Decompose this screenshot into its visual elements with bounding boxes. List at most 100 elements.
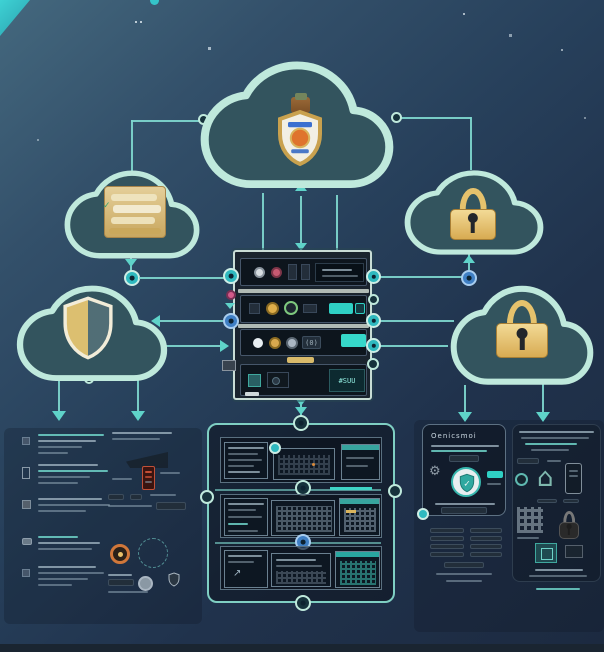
abs: [113, 205, 161, 213]
note-line: [160, 472, 180, 474]
arrow-down-icon: [295, 243, 307, 251]
arrow-down-icon: [125, 259, 137, 267]
pill: [430, 552, 464, 557]
connector: [58, 374, 60, 412]
hd: [342, 445, 379, 450]
dot: [371, 343, 376, 348]
tl: [529, 575, 587, 577]
tl: [38, 464, 98, 466]
gridpx: [340, 561, 376, 585]
dot: [129, 275, 135, 281]
glyph-icon: [22, 500, 31, 509]
decor: [288, 122, 312, 128]
tl: [38, 504, 110, 506]
tl: [145, 481, 152, 483]
screen: [271, 553, 331, 587]
star-dot: [509, 34, 512, 37]
security-badge-shield-icon: [278, 109, 322, 167]
gold-knob-icon: [266, 302, 279, 315]
bottom-strip: [0, 644, 604, 652]
mini-shield-icon: [168, 572, 180, 587]
dot: [298, 420, 304, 426]
tl: [38, 566, 96, 568]
pill: [470, 528, 502, 533]
pill: [430, 544, 464, 549]
arrow-glyph: ↗: [233, 568, 242, 579]
screen: [339, 498, 380, 536]
device-icon: [565, 545, 583, 558]
tl: [108, 574, 132, 576]
glyph-icon: [22, 437, 30, 445]
keyboard-screen: [271, 500, 335, 536]
abs: [109, 228, 161, 234]
lock-keyhole: [468, 213, 478, 233]
pill: [156, 502, 186, 510]
tl: [431, 450, 487, 452]
verified-badge: ✓: [451, 467, 481, 497]
teal-pill: [487, 471, 503, 478]
star-dot: [208, 47, 211, 50]
panel-node: [388, 484, 402, 498]
qr-grid-icon: [517, 507, 543, 533]
pill: [563, 499, 579, 503]
label-pill: [245, 392, 259, 396]
knob: [272, 377, 280, 385]
gridpx: [278, 455, 330, 475]
tl: [346, 465, 368, 467]
tl: [38, 542, 100, 544]
device-red: [142, 466, 155, 490]
io-node: [366, 338, 381, 353]
tl: [322, 269, 352, 271]
screen: [341, 444, 380, 480]
tl: [487, 483, 501, 485]
star-dot: [140, 21, 142, 23]
arrow-down-icon: [131, 411, 145, 421]
gridpx: [276, 506, 332, 532]
connector: [131, 120, 229, 122]
briefcase-icon: [222, 360, 236, 371]
tl: [228, 503, 264, 505]
arrow-down-icon: [52, 411, 66, 421]
module-icon: [288, 264, 297, 280]
pill: [470, 552, 502, 557]
dot: [300, 600, 306, 606]
io-node: [223, 268, 239, 284]
tl: [569, 470, 578, 472]
glyph-icon: [22, 538, 32, 545]
screen-group: [220, 494, 382, 538]
glyph-icon: [22, 467, 30, 479]
io-node: [368, 294, 379, 305]
connector: [160, 320, 224, 322]
star-dot: [463, 13, 465, 15]
screen: [335, 551, 380, 588]
panel-divider-bright: [330, 487, 372, 490]
tl: [346, 457, 374, 459]
screen: [224, 442, 268, 479]
tl: [38, 434, 104, 436]
decor: [63, 296, 113, 360]
tl: [108, 591, 148, 593]
tl: [228, 555, 262, 557]
module-icon: [303, 304, 317, 313]
house-icon: ⌂: [537, 463, 554, 493]
gridpx: [276, 571, 326, 584]
tl: [517, 537, 539, 539]
knob-icon: [254, 267, 265, 278]
display: #SUU: [329, 369, 365, 392]
screen-group: ↗: [220, 546, 382, 590]
pill: [430, 536, 464, 541]
tl: [38, 498, 102, 500]
tl: [521, 437, 589, 439]
badge-shield-icon: ✓: [459, 473, 475, 493]
dial-knob-icon: [286, 337, 298, 349]
io-node: [367, 358, 379, 370]
pill: [430, 528, 464, 533]
corner-triangle: [0, 0, 30, 36]
arrow-down-icon: [536, 412, 550, 422]
footer-line: [446, 580, 482, 582]
gold-knob-icon: [269, 337, 281, 349]
arrow-up-icon: [463, 255, 475, 263]
panel-node: [200, 490, 214, 504]
tl: [276, 565, 322, 567]
alert-knob-icon: [271, 267, 282, 278]
